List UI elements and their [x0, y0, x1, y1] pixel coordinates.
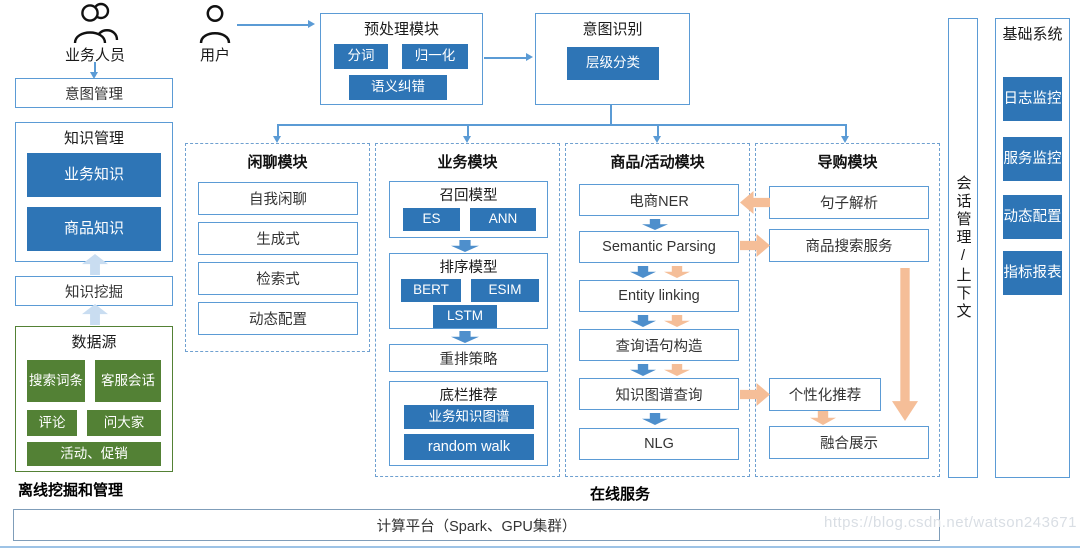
branch-drop-guide [845, 124, 847, 137]
preprocess-title: 预处理模块 [363, 21, 439, 38]
arrowhead-preprocess-to-intent [526, 53, 533, 61]
branch-stem [610, 105, 612, 125]
business-knowledge-chip: 业务知识 [27, 153, 161, 197]
guide-module-title: 导购模块 [817, 154, 878, 171]
base-system-title: 基础系统 [1002, 26, 1063, 43]
chat-module-title: 闲聊模块 [247, 154, 308, 171]
sentence-parse-box: 句子解析 [769, 186, 929, 219]
business-staff-icon [73, 2, 119, 44]
arrowhead-to-business [463, 136, 471, 143]
semantic-parsing-box: Semantic Parsing [579, 231, 739, 263]
hierarchical-classification-chip: 层级分类 [567, 47, 659, 80]
arrowhead-staff-to-intent [90, 72, 98, 79]
intent-management-box: 意图管理 [15, 78, 173, 108]
product-search-service-box: 商品搜索服务 [769, 229, 929, 262]
query-construction-box: 查询语句构造 [579, 329, 739, 361]
business-module-panel [375, 143, 560, 477]
self-chat-box: 自我闲聊 [198, 182, 358, 215]
bottom-border-line [0, 546, 1080, 548]
random-walk-chip: random walk [404, 434, 534, 460]
dynamic-config-chip: 动态配置 [1003, 195, 1062, 239]
personalized-recommend-box: 个性化推荐 [769, 378, 881, 411]
knowledge-management-title: 知识管理 [63, 130, 124, 147]
activity-promo-chip: 活动、促销 [27, 442, 161, 466]
arrowhead-to-chat [273, 136, 281, 143]
user-label: 用户 [199, 47, 230, 64]
normalization-chip: 归一化 [402, 44, 468, 69]
knowledge-mining-box: 知识挖掘 [15, 276, 173, 306]
business-module-title: 业务模块 [437, 154, 498, 171]
branch-horizontal-line [277, 124, 846, 126]
retrieval-box: 检索式 [198, 262, 358, 295]
arrowhead-to-product [653, 136, 661, 143]
entity-linking-box: Entity linking [579, 280, 739, 312]
log-monitor-chip: 日志监控 [1003, 77, 1062, 121]
up-arrow-datasource-to-mining [82, 304, 108, 325]
bert-chip: BERT [401, 279, 461, 302]
ann-chip: ANN [470, 208, 536, 231]
product-module-panel [565, 143, 750, 477]
arrow-staff-to-intent [94, 62, 96, 72]
esim-chip: ESIM [471, 279, 539, 302]
lstm-chip: LSTM [433, 305, 497, 328]
kg-query-box: 知识图谱查询 [579, 378, 739, 410]
branch-drop-chat [277, 124, 279, 137]
dynamic-config-box: 动态配置 [198, 302, 358, 335]
online-section-label: 在线服务 [589, 486, 650, 503]
arrowhead-user-to-preprocess [308, 20, 315, 28]
ask-everyone-chip: 问大家 [87, 410, 161, 436]
semantic-correction-chip: 语义纠错 [349, 75, 447, 100]
arrow-preprocess-to-intent [484, 57, 526, 59]
data-source-title: 数据源 [71, 334, 117, 351]
session-management-bar: 会话管理/上下文 [948, 18, 978, 478]
nlg-box: NLG [579, 428, 739, 460]
chat-module-panel [185, 143, 370, 352]
branch-drop-business [467, 124, 469, 137]
down-arrow-ner-to-parsing [642, 219, 668, 230]
es-chip: ES [403, 208, 460, 231]
generative-box: 生成式 [198, 222, 358, 255]
compute-platform-box: 计算平台（Spark、GPU集群） [13, 509, 940, 541]
rank-model-title: 排序模型 [439, 260, 498, 276]
bottom-bar-title: 底栏推荐 [439, 388, 498, 404]
product-knowledge-chip: 商品知识 [27, 207, 161, 251]
fusion-display-box: 融合展示 [769, 426, 929, 459]
user-icon [199, 5, 231, 44]
watermark: https://blog.csdn.net/watson243671 [823, 514, 1077, 531]
segmentation-chip: 分词 [334, 44, 388, 69]
guide-module-panel [755, 143, 940, 477]
arrow-user-to-preprocess [237, 24, 308, 26]
rerank-strategy-box: 重排策略 [389, 344, 548, 372]
business-staff-label: 业务人员 [64, 47, 125, 64]
product-module-title: 商品/活动模块 [610, 154, 705, 171]
metric-report-chip: 指标报表 [1003, 251, 1062, 295]
arrowhead-to-guide [841, 136, 849, 143]
service-monitor-chip: 服务监控 [1003, 137, 1062, 181]
offline-section-label: 离线挖掘和管理 [18, 482, 124, 499]
recall-model-title: 召回模型 [439, 188, 498, 204]
business-kg-chip: 业务知识图谱 [404, 405, 534, 429]
search-terms-chip: 搜索词条 [27, 360, 85, 402]
session-management-label: 会话管理/上下文 [954, 175, 972, 321]
reviews-chip: 评论 [27, 410, 77, 436]
branch-drop-product [657, 124, 659, 137]
intent-recognition-title: 意图识别 [582, 21, 643, 38]
ecommerce-ner-box: 电商NER [579, 184, 739, 216]
service-session-chip: 客服会话 [95, 360, 161, 402]
